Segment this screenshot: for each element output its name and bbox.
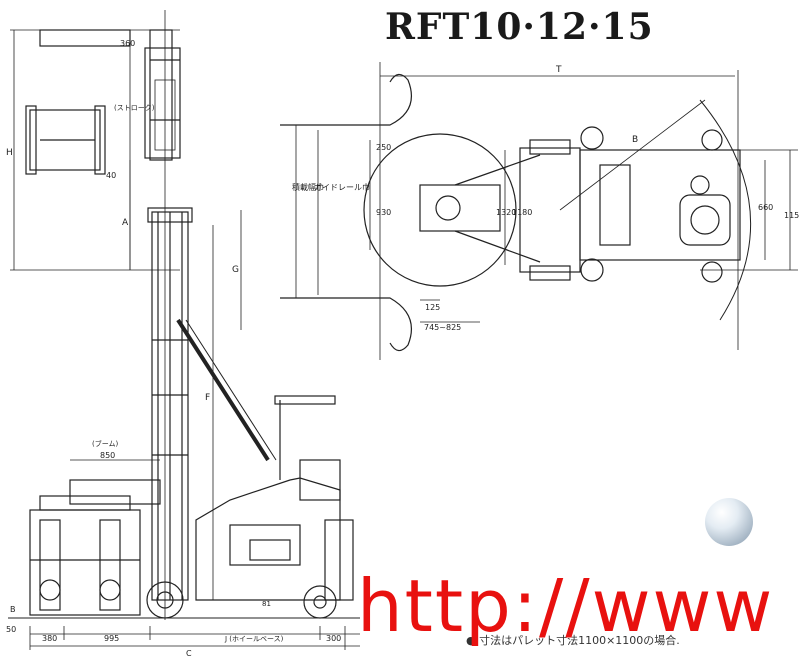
dim-1320-label: 1320 [496, 208, 516, 217]
dim-top-label: T [555, 65, 562, 75]
dimension-labels: T B 250 930 1320 1180 660 1150 125 745~8… [6, 39, 799, 658]
boom-850-label: 850 [100, 451, 115, 460]
dim-1150-label: 1150 [784, 211, 799, 220]
dim-125-label: 125 [425, 303, 440, 312]
dim-660-label: 660 [758, 203, 773, 212]
left-stroke-label: (ストローク) [114, 104, 155, 112]
top-view [280, 62, 798, 360]
bottom-995-label: 995 [104, 634, 119, 643]
side-view [8, 10, 360, 650]
bottom-300-label: 300 [326, 634, 341, 643]
vert-rail-label: ガイドレール巾 [314, 182, 370, 192]
left-a-label: A [122, 218, 129, 228]
dim-745-825-label: 745~825 [424, 323, 461, 332]
model-title: RFT10·12·15 [385, 6, 654, 48]
bottom-380-label: 380 [42, 634, 57, 643]
left-h-label: H [6, 148, 13, 158]
watermark-url: http://www [357, 564, 775, 648]
left-g-label: G [232, 265, 239, 275]
glass-ball-icon [705, 498, 753, 546]
dim-250-label: 250 [376, 143, 391, 152]
ref-81-label: 81 [262, 600, 271, 608]
bottom-wheelbase-label: J (ホイールベース) [224, 635, 284, 643]
left-40-label: 40 [106, 171, 116, 180]
boom-label: (ブーム) [92, 439, 119, 448]
left-f-label: F [205, 393, 210, 403]
bottom-50-label: 50 [6, 625, 16, 634]
left-360-label: 360 [120, 39, 135, 48]
footnote: ● 寸法はパレット寸法1100×1100の場合. [466, 634, 680, 647]
left-b-label: B [10, 605, 16, 614]
dim-b-label: B [632, 135, 638, 145]
dim-1180-label: 1180 [512, 208, 532, 217]
dim-930-label: 930 [376, 208, 391, 217]
vert-width-label: 積載幅巾 [292, 182, 324, 192]
bottom-c-label: C [186, 649, 192, 658]
